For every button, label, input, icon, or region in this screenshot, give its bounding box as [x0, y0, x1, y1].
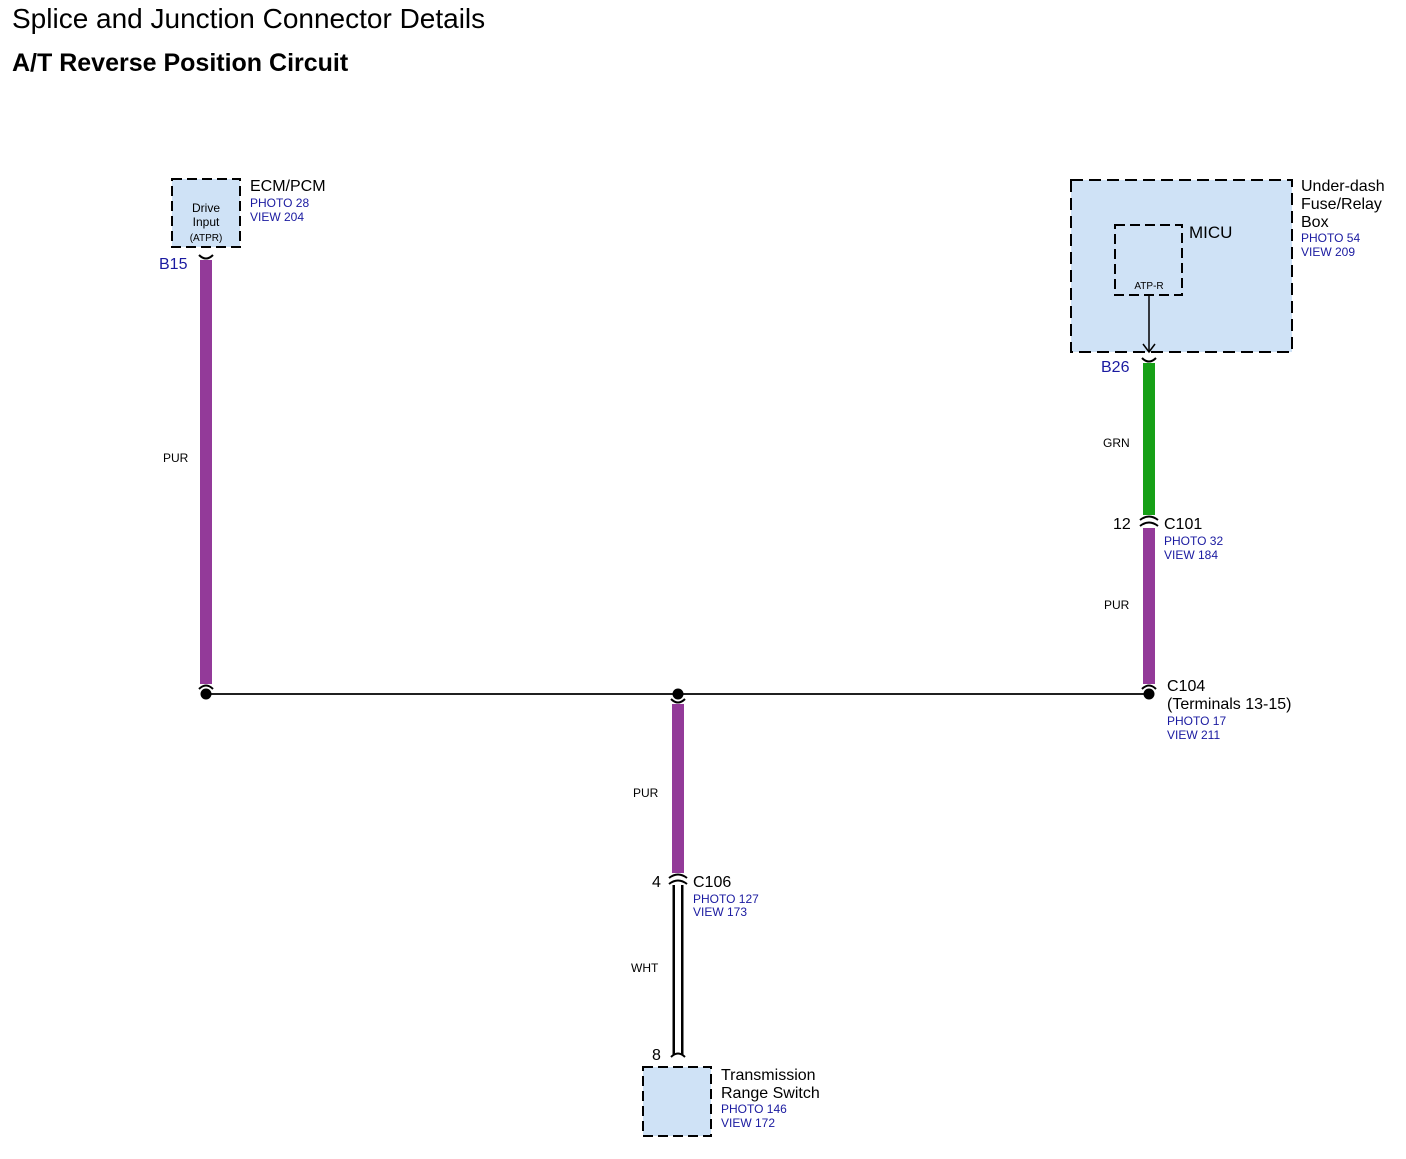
trs-name-line2: Range Switch	[721, 1085, 820, 1102]
wht-wire-color-label: WHT	[631, 961, 659, 975]
page-title: Splice and Junction Connector Details	[12, 3, 486, 34]
micu-box	[1114, 224, 1183, 296]
ecm-pin-label: B15	[159, 256, 188, 273]
c101-view-ref[interactable]: VIEW 184	[1164, 548, 1218, 562]
c101-cup-bottom	[1139, 521, 1159, 527]
ecm-view-ref[interactable]: VIEW 204	[250, 210, 304, 224]
micu-arrow-icon	[1142, 343, 1156, 354]
c101-pin-label: 12	[1113, 516, 1131, 533]
c106-name-label: C106	[693, 874, 731, 891]
c104-splice-cup	[1141, 684, 1157, 690]
splice-dot-center	[672, 688, 684, 700]
trs-terminal-cup	[670, 1052, 686, 1058]
c104-photo-ref[interactable]: PHOTO 17	[1167, 714, 1226, 728]
c106-view-ref[interactable]: VIEW 173	[693, 905, 747, 919]
c106-pin-label: 4	[652, 874, 661, 891]
ecm-splice-cup	[198, 684, 214, 690]
fusebox-pin-label: B26	[1101, 359, 1130, 376]
trs-photo-ref[interactable]: PHOTO 146	[721, 1102, 787, 1116]
c101-photo-ref[interactable]: PHOTO 32	[1164, 534, 1223, 548]
c104-view-ref[interactable]: VIEW 211	[1167, 728, 1220, 742]
grn-wire-color-label: GRN	[1103, 436, 1130, 450]
ecm-inner-line3: (ATPR)	[190, 233, 223, 244]
c104-terminals-label: (Terminals 13-15)	[1167, 696, 1291, 713]
page-subtitle: A/T Reverse Position Circuit	[12, 49, 349, 77]
fusebox-photo-ref[interactable]: PHOTO 54	[1301, 231, 1360, 245]
ecm-pcm-component[interactable]: Drive Input (ATPR)	[171, 178, 241, 248]
fusebox-name-line3: Box	[1301, 214, 1329, 231]
trs-pin-label: 8	[652, 1047, 661, 1064]
fusebox-view-ref[interactable]: VIEW 209	[1301, 245, 1355, 259]
ecm-inner-line2: Input	[193, 215, 220, 229]
c106-cup-bottom	[668, 879, 688, 885]
trs-name-line1: Transmission	[721, 1067, 816, 1084]
c101-cup-top	[1139, 515, 1159, 521]
c106-cup-top	[668, 873, 688, 879]
c106-wire-wht	[675, 885, 681, 1055]
branch-top-cup	[670, 698, 686, 704]
c101-name-label: C101	[1164, 516, 1202, 533]
trs-box	[642, 1066, 712, 1137]
ecm-photo-ref[interactable]: PHOTO 28	[250, 196, 309, 210]
ecm-name-label: ECM/PCM	[250, 178, 326, 195]
c106-connector[interactable]	[668, 873, 688, 885]
ecm-inner-line1: Drive	[192, 201, 220, 215]
ecm-terminal-cup	[198, 254, 214, 260]
ecm-wire-color-label: PUR	[163, 451, 189, 465]
transmission-range-switch[interactable]	[642, 1066, 712, 1137]
splice-dot-right	[1143, 688, 1155, 700]
fusebox-name-line1: Under-dash	[1301, 178, 1385, 195]
c101-wire-color-label: PUR	[1104, 598, 1130, 612]
micu-terminal-label: ATP-R	[1134, 281, 1163, 292]
splice-dot-left	[200, 688, 212, 700]
branch-wire-color-label: PUR	[633, 786, 659, 800]
micu-label: MICU	[1189, 223, 1232, 242]
ecm-pcm-box	[171, 178, 241, 248]
c101-connector[interactable]	[1139, 515, 1159, 527]
fusebox-terminal-cup	[1141, 357, 1157, 363]
c104-name-label: C104	[1167, 678, 1205, 695]
trs-view-ref[interactable]: VIEW 172	[721, 1116, 775, 1130]
fusebox-name-line2: Fuse/Relay	[1301, 196, 1382, 213]
fusebox-component[interactable]: ATP-R	[1070, 179, 1293, 353]
c106-photo-ref[interactable]: PHOTO 127	[693, 892, 759, 906]
